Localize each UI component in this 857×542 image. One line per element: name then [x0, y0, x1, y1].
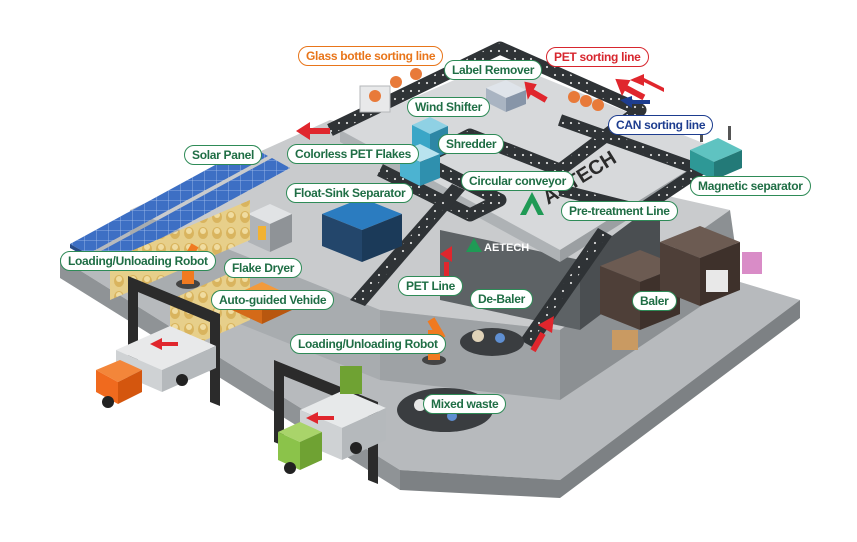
label-flake-dryer: Flake Dryer [224, 258, 303, 278]
label-remover-machine [486, 80, 526, 112]
pet-line-right-arrow [630, 74, 664, 92]
magnetic-separator-machine [690, 126, 742, 180]
label-can-sorting-line: CAN sorting line [608, 115, 714, 135]
label-loading-unloading-robot-left: Loading/Unloading Robot [60, 251, 216, 271]
label-pet-line: PET Line [398, 276, 463, 296]
label-loading-unloading-robot-center: Loading/Unloading Robot [290, 334, 446, 354]
left-arrow [296, 122, 330, 140]
orange-truck [96, 326, 216, 408]
can-line-arrow [620, 96, 650, 108]
label-baler: Baler [632, 291, 677, 311]
pet-line-arrow [440, 246, 452, 262]
pet-arrow-right [615, 78, 646, 101]
label-pre-treatment-line: Pre-treatment Line [561, 201, 678, 221]
float-sink-tank [322, 198, 402, 262]
pet-line-conveyor [350, 184, 465, 306]
label-magnetic-separator: Magnetic separator [690, 176, 811, 196]
label-auto-guided-vehicle: Auto-guided Vehide [211, 290, 335, 310]
label-shredder: Shredder [438, 134, 505, 154]
flake-dryer-machine [248, 204, 292, 252]
glass-sorting-robots [359, 68, 422, 113]
label-label-remover: Label Remover [444, 60, 543, 80]
pre-treatment-arrow [538, 316, 554, 333]
label-wind-shifter: Wind Shifter [407, 97, 490, 117]
green-truck [278, 366, 386, 474]
label-circular-conveyor: Circular conveyor [461, 171, 574, 191]
label-colorless-pet-flakes: Colorless PET Flakes [287, 144, 420, 164]
baler-units [600, 226, 762, 350]
wall-logo-text: AETECH [484, 242, 529, 254]
gate-frames [128, 276, 378, 484]
label-solar-panel: Solar Panel [184, 145, 263, 165]
label-glass-bottle-sorting-line: Glass bottle sorting line [298, 46, 444, 66]
label-de-baler: De-Baler [470, 289, 533, 309]
label-float-sink-separator: Float-Sink Separator [286, 183, 414, 203]
pet-arrow [524, 81, 548, 103]
label-pet-sorting-line: PET sorting line [546, 47, 649, 67]
label-mixed-waste: Mixed waste [423, 394, 507, 414]
pet-sorting-robots [568, 91, 604, 111]
wall-logo: AETECH [466, 238, 529, 254]
pre-treatment-conveyor [520, 228, 612, 353]
roof-arrows [296, 78, 646, 140]
